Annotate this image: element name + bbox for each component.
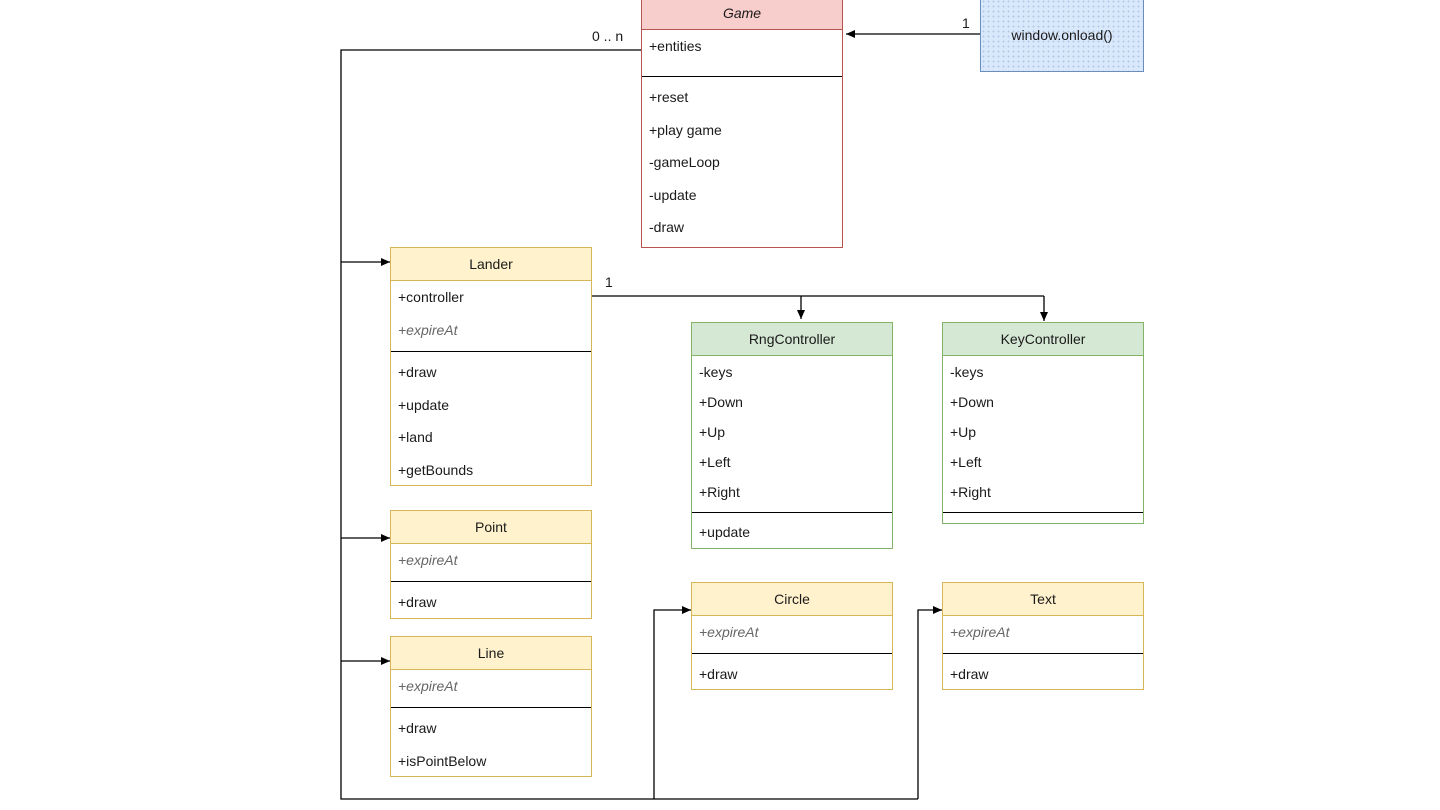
class-point-attributes: +expireAt — [391, 544, 591, 581]
class-keycontroller-attributes: -keys +Down +Up +Left +Right — [943, 356, 1143, 512]
class-lander-attribute: +controller — [398, 289, 464, 305]
class-point-attribute: +expireAt — [398, 552, 458, 568]
edge-entities-to-circle — [653, 606, 691, 799]
class-line-methods: +draw +isPointBelow — [391, 708, 591, 777]
class-game-method: -update — [649, 186, 697, 203]
class-line-name: Line — [391, 637, 591, 670]
class-line-divider — [391, 707, 591, 708]
class-game-method: +play game — [649, 121, 722, 138]
class-circle-attributes: +expireAt — [692, 616, 892, 653]
class-game-divider — [642, 76, 842, 77]
class-lander-divider — [391, 351, 591, 352]
multiplicity-window-game: 1 — [962, 15, 970, 31]
class-point-divider — [391, 581, 591, 582]
class-point-method: +draw — [398, 594, 437, 610]
class-line-attributes: +expireAt — [391, 670, 591, 707]
class-lander-method: +update — [398, 396, 449, 413]
class-line[interactable]: Line +expireAt +draw +isPointBelow — [390, 636, 592, 777]
class-text-method: +draw — [950, 666, 989, 682]
class-line-method: +isPointBelow — [398, 752, 487, 769]
class-rngcontroller-attribute: +Right — [699, 484, 740, 500]
class-circle[interactable]: Circle +expireAt +draw — [691, 582, 893, 690]
class-keycontroller-methods — [943, 513, 1143, 524]
class-keycontroller-attribute: +Left — [950, 454, 982, 470]
multiplicity-game-entities: 0 .. n — [592, 28, 624, 44]
class-keycontroller-attribute: +Right — [950, 484, 991, 500]
class-point[interactable]: Point +expireAt +draw — [390, 510, 592, 619]
class-keycontroller-divider — [943, 512, 1143, 513]
class-game-method: -draw — [649, 219, 685, 236]
class-rngcontroller-name: RngController — [692, 323, 892, 356]
class-keycontroller-attribute: +Down — [950, 394, 994, 410]
class-game[interactable]: Game +entities +reset +play game -gameLo… — [641, 0, 843, 248]
class-circle-name: Circle — [692, 583, 892, 616]
class-lander[interactable]: Lander +controller +expireAt +draw +upda… — [390, 247, 592, 486]
class-game-methods: +reset +play game -gameLoop -update -dra… — [642, 77, 842, 244]
class-rngcontroller-method: +update — [699, 524, 750, 540]
class-lander-methods: +draw +update +land +getBounds — [391, 352, 591, 486]
edge-entities-trunk — [340, 49, 918, 800]
class-text-name: Text — [943, 583, 1143, 616]
class-rngcontroller-attribute: +Left — [699, 454, 731, 470]
class-text-attribute: +expireAt — [950, 624, 1010, 640]
window-onload-label: window.onload() — [1011, 27, 1113, 43]
class-rngcontroller-attributes: -keys +Down +Up +Left +Right — [692, 356, 892, 512]
window-onload-node[interactable]: window.onload() — [980, 0, 1144, 72]
class-circle-method: +draw — [699, 666, 738, 682]
class-game-name: Game — [642, 0, 842, 30]
class-text-divider — [943, 653, 1143, 654]
class-lander-attributes: +controller +expireAt — [391, 281, 591, 351]
class-circle-divider — [692, 653, 892, 654]
class-point-methods: +draw — [391, 582, 591, 619]
class-circle-methods: +draw — [692, 654, 892, 691]
class-keycontroller-attribute: -keys — [950, 364, 984, 380]
class-point-name: Point — [391, 511, 591, 544]
class-line-attribute: +expireAt — [398, 678, 458, 694]
class-game-method: -gameLoop — [649, 154, 720, 171]
class-lander-attribute: +expireAt — [398, 321, 458, 338]
class-lander-name: Lander — [391, 248, 591, 281]
class-lander-method: +land — [398, 429, 433, 446]
class-game-attributes: +entities — [642, 30, 842, 76]
class-game-method: +reset — [649, 89, 689, 105]
class-keycontroller-attribute: +Up — [950, 424, 977, 440]
class-rngcontroller-methods: +update — [692, 513, 892, 547]
class-lander-method: +draw — [398, 364, 437, 380]
class-lander-method: +getBounds — [398, 461, 474, 478]
class-keycontroller[interactable]: KeyController -keys +Down +Up +Left +Rig… — [942, 322, 1144, 524]
class-rngcontroller-attribute: -keys — [699, 364, 733, 380]
class-text[interactable]: Text +expireAt +draw — [942, 582, 1144, 690]
class-text-attributes: +expireAt — [943, 616, 1143, 653]
class-line-method: +draw — [398, 720, 437, 736]
class-keycontroller-name: KeyController — [943, 323, 1143, 356]
class-rngcontroller[interactable]: RngController -keys +Down +Up +Left +Rig… — [691, 322, 893, 549]
class-rngcontroller-attribute: +Up — [699, 424, 726, 440]
edge-entities-to-text — [917, 606, 942, 799]
class-rngcontroller-divider — [692, 512, 892, 513]
class-rngcontroller-attribute: +Down — [699, 394, 743, 410]
multiplicity-lander-controller: 1 — [605, 274, 613, 290]
class-text-methods: +draw — [943, 654, 1143, 691]
class-circle-attribute: +expireAt — [699, 624, 759, 640]
class-game-attribute: +entities — [649, 38, 702, 54]
